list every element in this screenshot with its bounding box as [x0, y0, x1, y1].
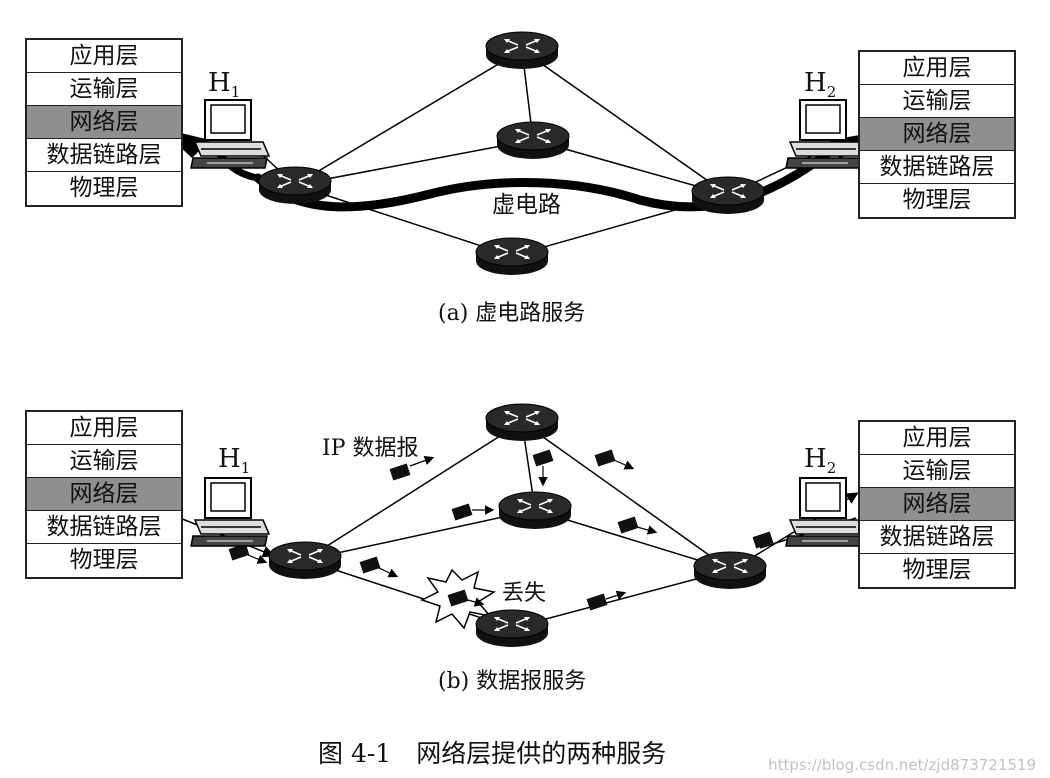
layer-physical: 物理层 — [902, 187, 972, 213]
explosion-icon — [420, 568, 496, 630]
host-h2-label-a: H2 — [804, 68, 837, 102]
layer-transport: 运输层 — [27, 73, 181, 106]
router-icon — [475, 237, 549, 276]
packet-icon — [594, 449, 616, 467]
watermark: https://blog.csdn.net/zjd873721519 — [768, 756, 1036, 774]
virtual-circuit-label: 虚电路 — [492, 192, 561, 218]
router-icon — [485, 31, 559, 70]
lost-label: 丢失 — [502, 581, 547, 606]
panel-b-caption: (b) 数据报服务 — [438, 669, 587, 694]
layer-transport: 运输层 — [27, 445, 181, 478]
packet-icon — [359, 556, 381, 574]
packet-icon — [532, 449, 554, 467]
panel-a-routers — [258, 31, 765, 276]
router-icon — [693, 551, 767, 590]
layer-application: 应用层 — [860, 52, 1014, 85]
packet-icon — [586, 593, 608, 611]
router-icon — [475, 609, 549, 648]
router-icon — [691, 176, 765, 215]
h1-protocol-stack-a: 应用层 运输层 网络层 数据链路层 物理层 — [25, 38, 183, 207]
host-h2-label-b: H2 — [804, 444, 837, 478]
panel-a-caption: (a) 虚电路服务 — [438, 301, 586, 326]
h2-protocol-stack-b: 应用层 运输层 网络层 数据链路层 物理层 — [858, 420, 1016, 589]
layer-datalink: 数据链路层 — [860, 521, 1014, 554]
host-computer-icon — [785, 477, 865, 547]
layer-network: 网络层 — [27, 478, 181, 511]
packet-icon — [451, 503, 473, 521]
layer-application: 应用层 — [27, 40, 181, 73]
host-computer-icon — [785, 99, 865, 169]
layer-application: 应用层 — [860, 422, 1014, 455]
host-h1-label-b: H1 — [218, 444, 251, 478]
packets — [228, 449, 774, 611]
packet-direction-arrows — [247, 455, 658, 600]
layer-physical: 物理层 — [69, 547, 139, 573]
layer-transport: 运输层 — [860, 455, 1014, 488]
ip-datagram-label: IP 数据报 — [322, 436, 419, 461]
host-h1-label-a: H1 — [208, 68, 241, 102]
router-icon — [496, 121, 570, 160]
layer-physical: 物理层 — [69, 175, 139, 201]
layer-datalink: 数据链路层 — [27, 139, 181, 172]
router-icon — [258, 166, 332, 205]
host-computer-icon — [190, 477, 270, 547]
layer-datalink: 数据链路层 — [860, 151, 1014, 184]
layer-network: 网络层 — [860, 488, 1014, 521]
layer-application: 应用层 — [27, 412, 181, 445]
layer-network: 网络层 — [27, 106, 181, 139]
router-icon — [268, 541, 342, 580]
router-icon — [498, 491, 572, 530]
router-icon — [485, 403, 559, 442]
layer-transport: 运输层 — [860, 85, 1014, 118]
layer-network: 网络层 — [860, 118, 1014, 151]
h1-protocol-stack-b: 应用层 运输层 网络层 数据链路层 物理层 — [25, 410, 183, 579]
layer-datalink: 数据链路层 — [27, 511, 181, 544]
host-computer-icon — [190, 99, 270, 169]
figure-caption: 图 4-1 网络层提供的两种服务 — [318, 739, 667, 768]
h2-protocol-stack-a: 应用层 运输层 网络层 数据链路层 物理层 — [858, 50, 1016, 219]
layer-physical: 物理层 — [902, 557, 972, 583]
packet-icon — [617, 516, 639, 534]
packet-icon — [389, 463, 411, 481]
